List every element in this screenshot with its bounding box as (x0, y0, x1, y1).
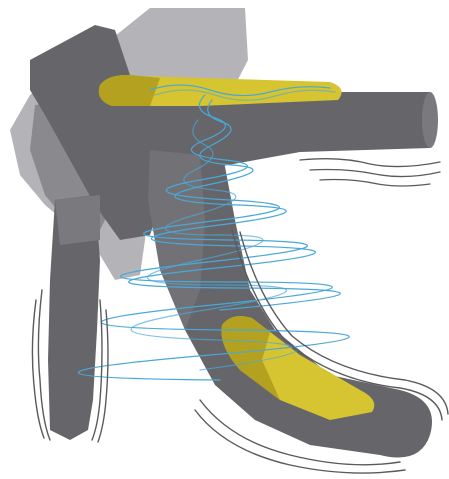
top-yellow-pad-shade (99, 75, 160, 106)
arm-motion-lines (300, 159, 440, 186)
arm-end (422, 92, 438, 148)
left-leg-joint (55, 195, 100, 245)
